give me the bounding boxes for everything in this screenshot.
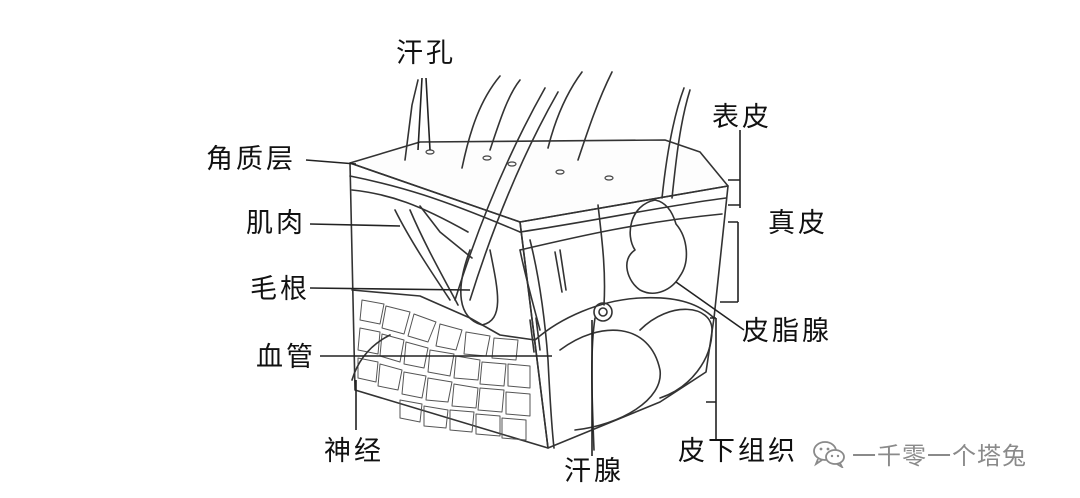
hair-6 [577, 71, 613, 161]
hair-1 [404, 79, 419, 161]
epidermis-band-front [349, 175, 521, 233]
skin-side-face [519, 185, 729, 449]
epidermis-band-side [519, 197, 727, 233]
label-hair-root: 毛根 [250, 274, 310, 305]
hair-follicle [460, 249, 499, 326]
watermark: 一千零一个塔兔 [812, 436, 1027, 471]
hair-3 [489, 79, 521, 151]
hair-7 [661, 87, 685, 199]
subcutaneous-fat-cells [357, 299, 531, 441]
label-sweat-gland: 汗腺 [564, 456, 624, 487]
hair-2 [461, 75, 501, 169]
fat-lobe-right [639, 308, 713, 399]
leader-muscle [309, 223, 401, 227]
label-dermis: 真皮 [768, 208, 828, 239]
sweat-gland-coil [593, 302, 613, 322]
leader-sebaceous-gland [675, 281, 745, 331]
leader-subcutaneous [706, 317, 717, 440]
hair-4 [454, 87, 546, 301]
sebaceous-gland [626, 199, 688, 294]
label-nerve: 神经 [324, 436, 384, 467]
hair-5 [547, 71, 583, 149]
label-sebaceous-gland: 皮脂腺 [742, 316, 832, 347]
leader-sweat-pore [417, 77, 431, 151]
fat-lobe-large [559, 329, 661, 431]
blood-vessel [529, 239, 555, 449]
label-stratum-corneum: 角质层 [206, 144, 296, 175]
label-blood-vessel: 血管 [256, 342, 316, 373]
sweat-gland-duct [597, 204, 606, 306]
watermark-text: 一千零一个塔兔 [852, 442, 1027, 470]
nerve-fiber [351, 334, 391, 381]
sweat-pores [425, 149, 614, 181]
leader-hair-root [309, 287, 471, 291]
leader-stratum-corneum [305, 159, 357, 165]
leader-dermis [720, 221, 739, 303]
label-epidermis: 表皮 [712, 102, 772, 133]
label-sweat-pore: 汗孔 [396, 38, 456, 69]
wechat-icon [813, 440, 845, 468]
label-subcutaneous-tissue: 皮下组织 [678, 436, 798, 467]
muscle-fibers [394, 209, 459, 306]
leader-epidermis [728, 130, 741, 208]
label-muscle: 肌肉 [246, 208, 306, 239]
